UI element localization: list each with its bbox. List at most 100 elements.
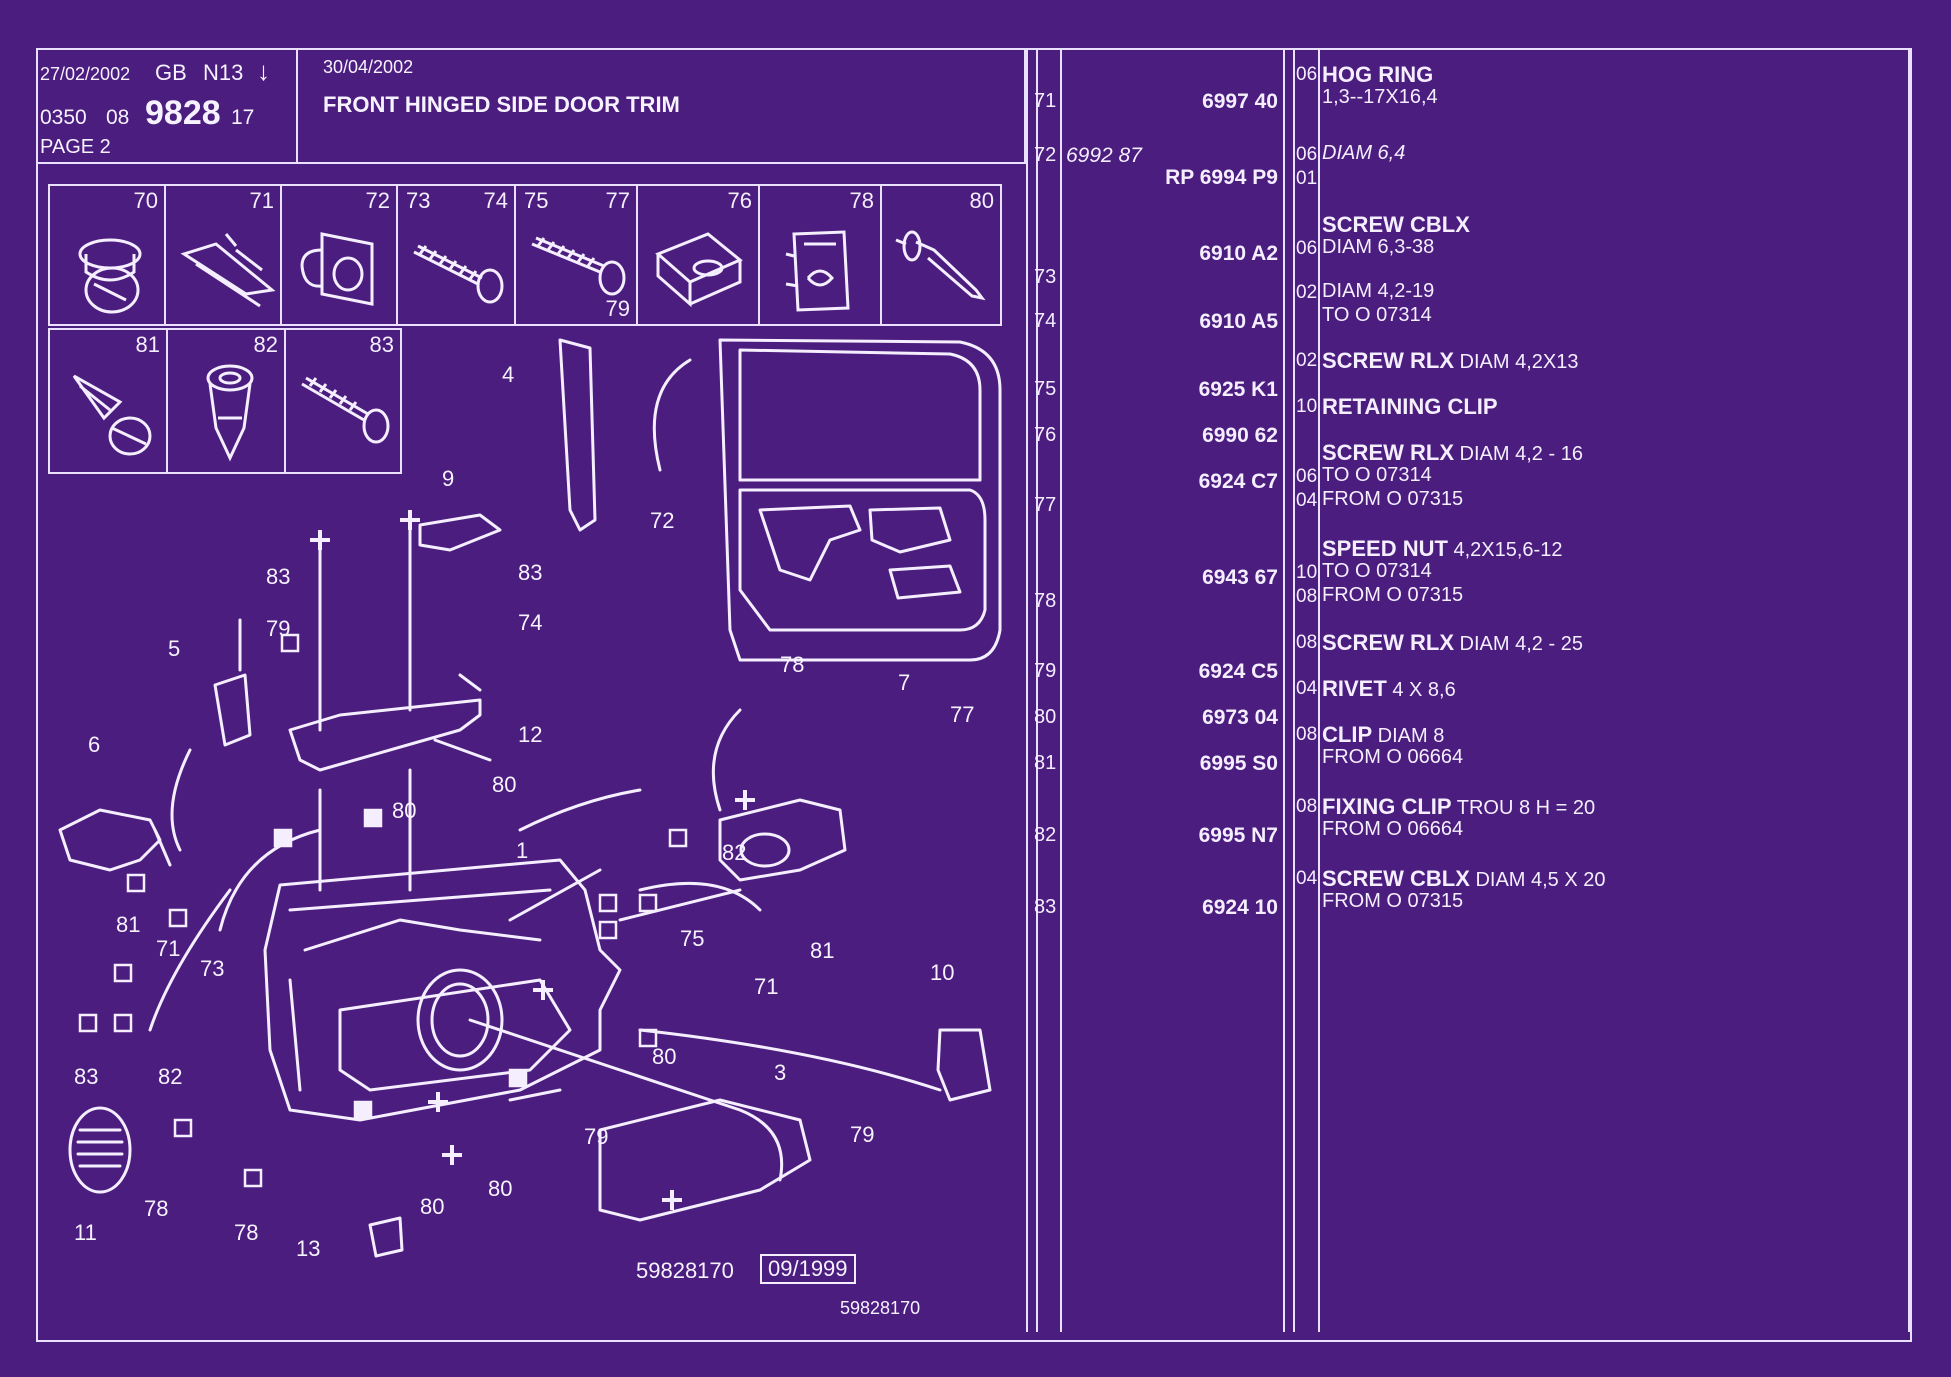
part-ref: 74	[1034, 310, 1057, 332]
clip-icon	[78, 238, 142, 314]
callout-9: 7	[898, 670, 911, 695]
callout-6: 6	[88, 732, 101, 757]
part-code: 6997 40	[1202, 90, 1278, 113]
callout-11: 11	[74, 1220, 97, 1245]
rivet-icon	[895, 230, 986, 301]
part-ref: 82	[1034, 824, 1057, 846]
part-qty: 01	[1296, 168, 1318, 189]
header-code-mid: 08	[106, 106, 130, 129]
callout-78: 80	[392, 798, 417, 823]
thumb-label: 77	[605, 188, 630, 213]
drawing-ref-number: 59828170	[636, 1258, 734, 1283]
part-ref: 73	[1034, 266, 1057, 288]
arrow-down-icon: ↓	[257, 56, 270, 86]
part-qty: 02	[1296, 282, 1318, 303]
thumb-83: 83	[284, 328, 402, 474]
clip-icon	[72, 374, 152, 456]
callout-82: 82	[722, 840, 747, 865]
part-description: CLIP DIAM 8	[1322, 722, 1445, 747]
screw-icon	[413, 244, 504, 304]
callout-72: 73	[200, 956, 225, 981]
thumb-label: 78	[849, 188, 874, 213]
callout-77: 79	[584, 1124, 609, 1149]
callout-10: 10	[930, 960, 955, 985]
callout-3: 3	[774, 1060, 787, 1085]
part-code: 6990 62	[1202, 424, 1278, 447]
part-description: DIAM 6,4	[1322, 142, 1406, 164]
callout-1: 1	[516, 838, 529, 863]
drawing-ref-date: 09/1999	[760, 1254, 856, 1284]
part-ref: 71	[1034, 90, 1057, 112]
part-description: FROM O 07315	[1322, 890, 1464, 912]
col-line-5	[1293, 48, 1295, 1332]
part-code: 6910 A5	[1199, 310, 1278, 333]
part-ref: 80	[1034, 706, 1057, 728]
exploded-drawing: 4 72 9 83 79 83 74 5 12 6 80 80 78 7 77 …	[40, 330, 1020, 1330]
header-model: N13	[203, 60, 244, 85]
part-description: SCREW CBLX DIAM 4,5 X 20	[1322, 866, 1606, 891]
part-ref: 75	[1034, 378, 1057, 400]
speed-nut-icon	[785, 230, 850, 312]
thumb-78: 78	[758, 184, 882, 326]
part-code: 6924 C7	[1198, 470, 1278, 493]
callout-12: 12	[518, 722, 543, 747]
callout-74: 74	[518, 610, 543, 635]
thumb-label: 81	[135, 332, 160, 357]
header-box	[36, 48, 1026, 164]
screw-icon	[301, 376, 390, 444]
col-line-3	[1060, 48, 1062, 1332]
part-code: 6995 N7	[1198, 824, 1278, 847]
part-description: HOG RING	[1322, 62, 1434, 87]
thumb-label: 79	[605, 296, 630, 321]
part-qty: 06	[1296, 466, 1318, 487]
part-description: FROM O 07315	[1322, 584, 1464, 606]
part-qty: 06	[1296, 64, 1318, 85]
callout-83: 83	[518, 560, 543, 585]
callout-71: 72	[650, 508, 675, 533]
callout-83: 83	[266, 564, 291, 589]
callout-75: 77	[950, 702, 975, 727]
part-description: TO O 07314	[1322, 560, 1432, 582]
callout-81: 81	[810, 938, 835, 963]
callout-76: 78	[234, 1220, 259, 1245]
callout-70: 71	[156, 936, 181, 961]
callout-13: 13	[296, 1236, 321, 1261]
header-code-prefix: 0350	[40, 106, 87, 129]
part-ref: 77	[1034, 494, 1057, 516]
col-line-7	[1908, 48, 1910, 1332]
callout-78: 80	[652, 1044, 677, 1069]
callout-78: 80	[420, 1194, 445, 1219]
thumb-label: 83	[369, 332, 394, 357]
col-line-6	[1318, 48, 1320, 1332]
part-qty: 08	[1296, 796, 1318, 817]
part-ref: 72	[1034, 144, 1057, 166]
callout-4: 4	[502, 362, 515, 387]
part-code: 6973 04	[1202, 706, 1278, 729]
screw-icon	[531, 236, 626, 296]
thumb-label: 73	[406, 188, 431, 213]
part-ref: 83	[1034, 896, 1057, 918]
door-trim-drawing	[58, 338, 1002, 1258]
callout-77: 79	[266, 616, 291, 641]
callout-80: 81	[116, 912, 141, 937]
callout-79: 80	[488, 1176, 513, 1201]
part-description: TO O 07314	[1322, 464, 1432, 486]
part-code: 6992 87	[1066, 144, 1142, 167]
part-description: FIXING CLIP TROU 8 H = 20	[1322, 794, 1596, 819]
header-date2: 30/04/2002	[323, 57, 414, 77]
part-qty: 02	[1296, 350, 1318, 371]
part-code: 6924 10	[1202, 896, 1278, 919]
part-ref: 79	[1034, 660, 1057, 682]
part-qty: 04	[1296, 490, 1318, 511]
part-description: SCREW CBLX	[1322, 212, 1470, 237]
header-code-suffix: 17	[231, 106, 255, 129]
part-ref: 76	[1034, 424, 1057, 446]
thumb-label: 76	[727, 188, 752, 213]
header-code-main: 9828	[145, 94, 221, 132]
callout-76: 78	[144, 1196, 169, 1221]
part-description: SCREW RLX DIAM 4,2 - 25	[1322, 630, 1583, 655]
part-description: RETAINING CLIP	[1322, 394, 1498, 419]
callout-77: 79	[850, 1122, 875, 1147]
clip-nut-icon	[300, 232, 374, 306]
